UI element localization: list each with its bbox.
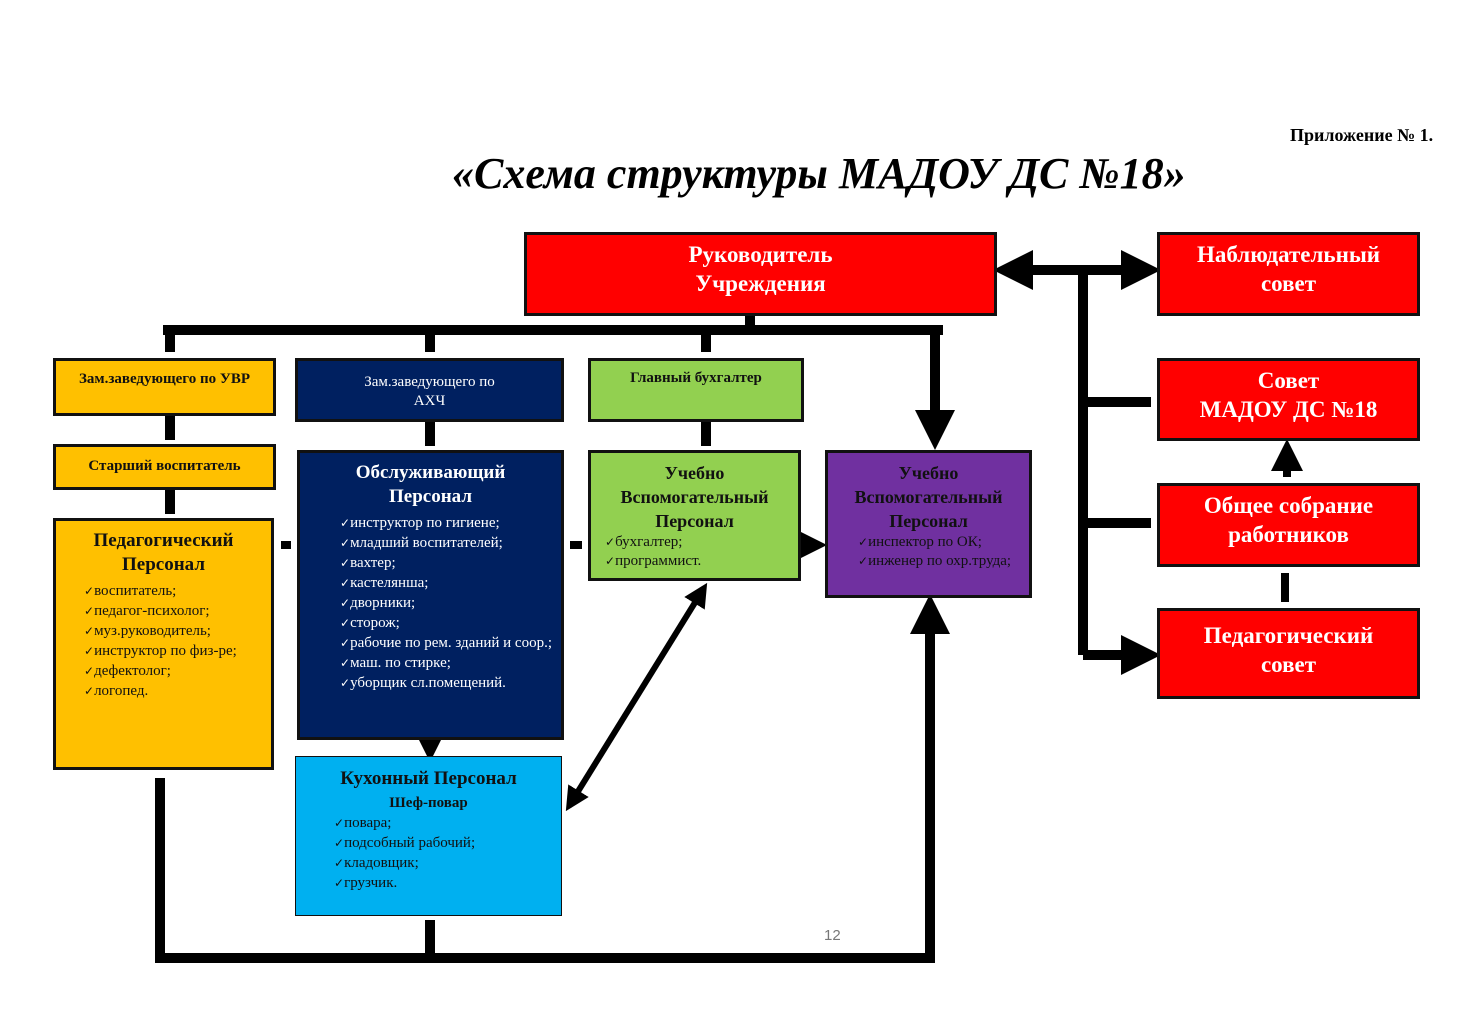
list-item: маш. по стирке; [340,653,561,673]
general-meeting-box: Общее собрание работников [1157,483,1420,567]
list-item: дефектолог; [84,661,271,681]
item-list: инструктор по гигиене;младший воспитател… [300,513,561,693]
label: совет [1260,652,1317,677]
page-title: «Схема структуры МАДОУ ДС №18» [452,149,1186,198]
senior-teacher-box: Старший воспитатель [53,444,276,490]
pedagogical-staff-box: Педагогический Персонал воспитатель;педа… [53,518,274,770]
list-item: инженер по охр.труда; [858,552,1029,571]
chef-label: Шеф-повар [389,795,468,811]
list-item: сторож; [340,613,561,633]
box-title: Учебно Вспомогательный Персонал [620,463,769,531]
item-list: инспектор по ОК;инженер по охр.труда; [828,533,1029,571]
box-title: Обслуживающий Персонал [355,462,506,507]
kitchen-staff-box: Кухонный Персонал Шеф-повар повара;подсо… [295,756,562,916]
supervisory-board-box: Наблюдательный совет [1157,232,1420,316]
list-item: программист. [605,552,798,571]
deputy-axc-box: Зам.заведующего по АХЧ [295,358,564,422]
list-item: инспектор по ОК; [858,533,1029,552]
list-item: повара; [334,813,561,833]
list-item: муз.руководитель; [84,621,271,641]
list-item: кладовщик; [334,853,561,873]
item-list: бухгалтер;программист. [591,533,798,571]
head-line1: Руководитель [688,242,833,267]
appendix-label: Приложение № 1. [1290,125,1434,145]
list-item: инструктор по гигиене; [340,513,561,533]
pedagogical-council-box: Педагогический совет [1157,608,1420,699]
label: Педагогический [1203,623,1374,648]
aux-staff-box-green: Учебно Вспомогательный Персонал бухгалте… [588,450,801,581]
label: Совет [1257,368,1320,393]
page-number: 12 [824,927,841,944]
box-title: Учебно Вспомогательный Персонал [854,463,1003,531]
aux-staff-box-purple: Учебно Вспомогательный Персонал инспекто… [825,450,1032,598]
chief-accountant-box: Главный бухгалтер [588,358,804,422]
list-item: уборщик сл.помещений. [340,673,561,693]
deputy-uvr-box: Зам.заведующего по УВР [53,358,276,416]
label: МАДОУ ДС №18 [1199,397,1378,422]
list-item: вахтер; [340,553,561,573]
list-item: младший воспитателей; [340,533,561,553]
list-item: бухгалтер; [605,533,798,552]
item-list: воспитатель;педагог-психолог;муз.руковод… [56,581,271,701]
list-item: дворники; [340,593,561,613]
item-list: повара;подсобный рабочий;кладовщик;грузч… [296,813,561,893]
list-item: инструктор по физ-ре; [84,641,271,661]
list-item: педагог-психолог; [84,601,271,621]
label: Общее собрание [1203,493,1374,518]
head-line2: Учреждения [695,271,826,296]
list-item: подсобный рабочий; [334,833,561,853]
label: Наблюдательный [1196,242,1381,267]
list-item: логопед. [84,681,271,701]
list-item: грузчик. [334,873,561,893]
box-title: Педагогический Персонал [93,530,234,575]
list-item: кастелянша; [340,573,561,593]
label: работников [1228,522,1349,547]
label: совет [1260,271,1317,296]
list-item: воспитатель; [84,581,271,601]
service-staff-box: Обслуживающий Персонал инструктор по гиг… [297,450,564,740]
box-title: Кухонный Персонал [340,768,517,789]
list-item: рабочие по рем. зданий и соор.; [340,633,561,653]
